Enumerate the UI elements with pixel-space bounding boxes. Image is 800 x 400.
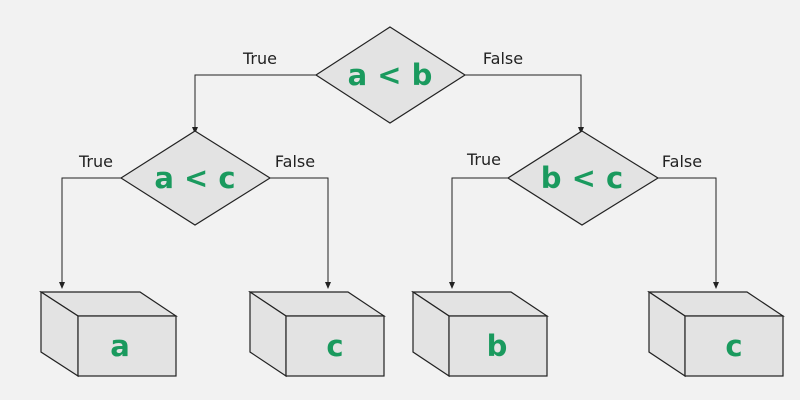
outcome-right-false-value: c (725, 329, 742, 363)
outcome-left-false-value: c (326, 329, 343, 363)
decision-right: b < c (506, 130, 660, 226)
right-false-connector (658, 177, 719, 289)
outcome-right-true-value: b (487, 329, 508, 363)
left-true-connector (59, 177, 121, 289)
outcome-left-false: c (248, 290, 386, 378)
edge-labels: True False True False True False (78, 49, 702, 171)
outcome-right-true-front (448, 315, 548, 377)
left-false-label: False (275, 152, 315, 171)
decision-right-condition: b < c (541, 161, 623, 195)
outcome-left-false-front (285, 315, 385, 377)
outcome-right-false: c (647, 290, 785, 378)
right-true-label: True (466, 150, 501, 169)
connectors (59, 74, 719, 289)
decision-left-condition: a < c (154, 161, 235, 195)
decision-root-condition: a < b (348, 58, 433, 92)
root-false-connector (465, 74, 584, 134)
root-true-label: True (242, 49, 277, 68)
outcome-left-true-front (77, 315, 177, 377)
root-false-label: False (483, 49, 523, 68)
outcome-left-true-value: a (110, 329, 130, 363)
left-false-connector (270, 177, 331, 289)
left-true-label: True (78, 152, 113, 171)
decision-root: a < b (314, 26, 467, 124)
decision-right-diamond (506, 130, 660, 226)
outcome-left-true: a (38, 290, 178, 378)
outcome-right-false-front (684, 315, 784, 377)
right-false-label: False (662, 152, 702, 171)
right-true-connector (449, 177, 508, 289)
outcome-right-true: b (411, 290, 549, 378)
decision-left: a < c (119, 130, 272, 226)
decision-left-diamond (119, 130, 272, 226)
root-true-connector (192, 74, 316, 134)
decision-root-diamond (314, 26, 467, 124)
